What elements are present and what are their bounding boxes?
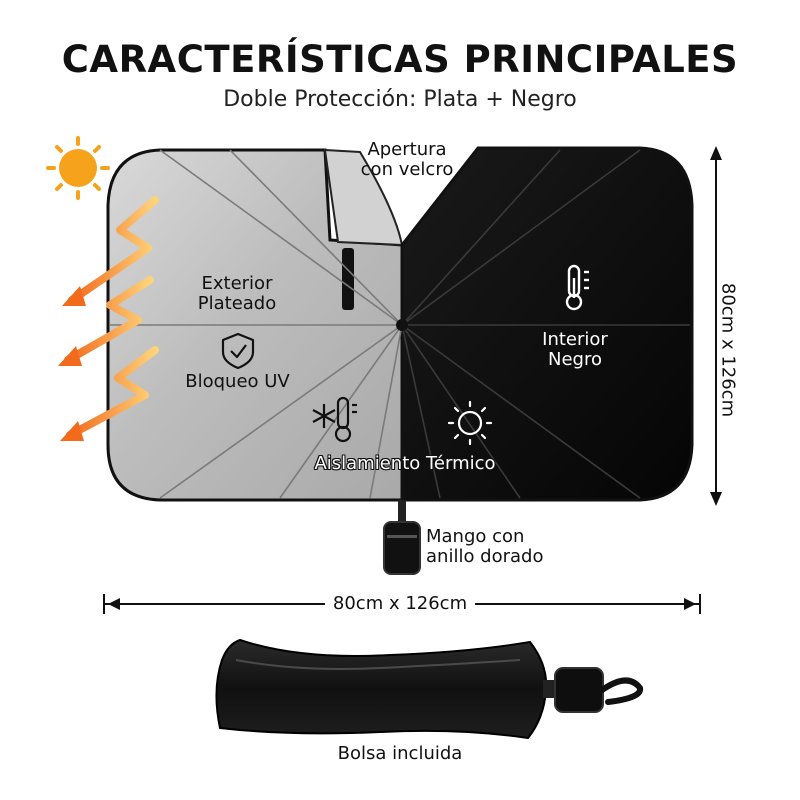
arrow-head — [62, 286, 86, 306]
black-panel — [400, 146, 694, 502]
snowflake-thermometer-icon — [312, 396, 357, 443]
umbrella-ribs — [110, 149, 690, 499]
shield-check-icon — [221, 332, 255, 370]
velcro-strap — [342, 248, 354, 310]
page-title: CARACTERÍSTICAS PRINCIPALES — [61, 38, 739, 81]
dimension-width-wrapper: 80cm x 126cm — [0, 593, 800, 614]
label-apertura: Apertura con velcro — [360, 139, 454, 181]
vertical-dimension-line — [710, 146, 722, 506]
handle — [383, 500, 421, 575]
label-interior: Interior Negro — [542, 329, 608, 371]
arrow-head — [60, 421, 84, 441]
heat-ray-arrows-icon — [64, 196, 159, 439]
dimension-width-label: 80cm x 126cm — [324, 593, 476, 614]
label-exterior: Exterior Plateado — [197, 273, 277, 315]
label-aislamiento: Aislamiento Térmico — [314, 453, 496, 474]
sun-icon — [46, 136, 110, 200]
sun-outline-icon — [447, 400, 493, 446]
thermometer-icon — [565, 264, 589, 311]
page-subtitle: Doble Protección: Plata + Negro — [223, 87, 577, 112]
label-bolsa: Bolsa incluida — [337, 743, 463, 764]
label-mango: Mango con anillo dorado — [426, 526, 544, 568]
arrow-head — [58, 346, 82, 366]
label-bloqueo: Bloqueo UV — [185, 371, 290, 392]
storage-bag — [215, 638, 644, 740]
center-hub — [396, 319, 408, 331]
dimension-height-label: 80cm x 126cm — [717, 276, 739, 424]
